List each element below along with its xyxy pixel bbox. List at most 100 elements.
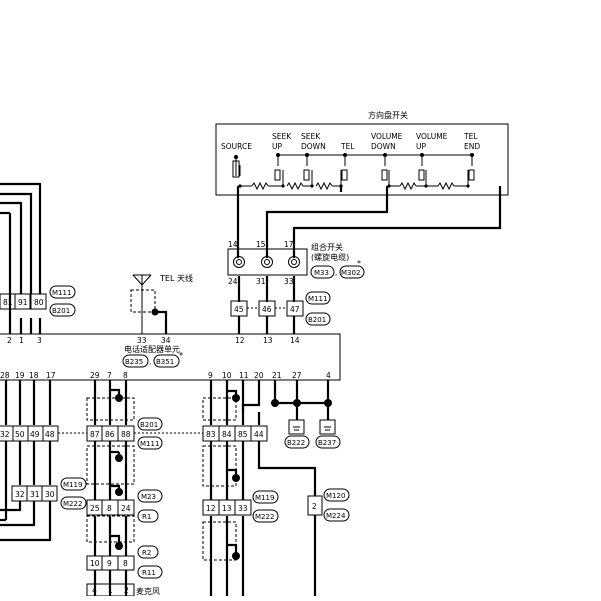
pin-number: 18 — [29, 371, 39, 380]
pin-number: 34 — [161, 336, 171, 345]
combo-switch-title: 组合开关 — [311, 242, 343, 252]
pin-number: 91 — [18, 298, 28, 307]
pin-number: 17 — [284, 240, 294, 249]
pin-number: 31 — [30, 490, 40, 499]
connector-label: R2 — [142, 549, 151, 557]
antenna-icon — [130, 274, 156, 334]
connector-label: R1 — [142, 513, 151, 521]
pin-number: 85 — [238, 430, 248, 439]
pin-number: 45 — [234, 305, 244, 314]
switch-label: VOLUME — [371, 132, 403, 141]
pin-number: 21 — [272, 371, 282, 380]
connector-m111-top — [230, 300, 304, 317]
ground-label: B237 — [318, 439, 336, 447]
pin-number: 44 — [254, 430, 264, 439]
pin-number: 81 — [3, 298, 13, 307]
pin-number: 50 — [15, 430, 25, 439]
switch-label: END — [464, 142, 480, 151]
pin-number: 15 — [256, 240, 266, 249]
connector-label: M120 — [326, 492, 345, 500]
junction-dots — [115, 153, 474, 560]
connector-label: B201 — [308, 316, 326, 324]
asterisk: * — [357, 259, 361, 268]
pin-number: 10 — [90, 559, 100, 568]
pin-number: 30 — [45, 490, 55, 499]
connector-label: B235 — [125, 358, 143, 366]
switch-label: SOURCE — [221, 142, 252, 151]
pin-number: 8 — [123, 559, 128, 568]
ground-label: B222 — [287, 439, 305, 447]
switch-label: UP — [416, 142, 426, 151]
svg-text:,: , — [149, 358, 151, 366]
pin-number: 27 — [292, 371, 302, 380]
pin-number: 12 — [206, 504, 216, 513]
pin-number: 33 — [284, 277, 294, 286]
pin-number: 86 — [105, 430, 115, 439]
pin-number: 12 — [235, 336, 245, 345]
harness-wires-right — [209, 380, 330, 596]
ground-icon — [288, 419, 336, 435]
pin-number: 49 — [30, 430, 40, 439]
pin-number: 47 — [290, 305, 300, 314]
connector-label: M23 — [141, 493, 156, 501]
pin-number: 87 — [90, 430, 100, 439]
pin-number: 48 — [45, 430, 55, 439]
pin-number: 32 — [15, 490, 25, 499]
combo-switch-subtitle: (螺旋电缆) — [311, 252, 349, 262]
connector-label: M111 — [52, 289, 71, 297]
switch-label: UP — [272, 142, 282, 151]
connector-label: M302 — [341, 269, 360, 277]
pin-number: 83 — [206, 430, 216, 439]
pin-number: 9 — [208, 371, 213, 380]
svg-text:,: , — [335, 269, 337, 277]
connector-label: M111 — [140, 440, 159, 448]
resistor-ladder — [240, 181, 469, 191]
pin-number: 33 — [238, 504, 248, 513]
pin-number: 24 — [121, 504, 131, 513]
antenna-label: TEL 天线 — [159, 273, 193, 283]
switch-label: VOLUME — [416, 132, 448, 141]
connector-label: B351 — [156, 358, 174, 366]
pin-number: 29 — [90, 371, 100, 380]
pin-number: 88 — [121, 430, 131, 439]
connector-label: B201 — [52, 307, 70, 315]
combo-switch-box — [227, 248, 308, 276]
steering-switch-box — [215, 123, 509, 196]
pin-number: 11 — [239, 371, 249, 380]
pin-number: 80 — [34, 298, 44, 307]
harness-wires-lower-left — [0, 380, 52, 542]
connector-label: M119 — [63, 481, 82, 489]
pin-number: 3 — [37, 336, 42, 345]
pin-number: 84 — [222, 430, 232, 439]
harness-wires-left — [0, 182, 42, 334]
connector-label: M33 — [314, 269, 329, 277]
switch-contacts — [235, 157, 473, 184]
asterisk: * — [179, 351, 183, 360]
pin-number: 13 — [263, 336, 273, 345]
pin-number: 46 — [262, 305, 272, 314]
pin-number: 28 — [0, 371, 10, 380]
pin-number: 1 — [19, 336, 24, 345]
connector-label: M222 — [63, 500, 82, 508]
connector-label: M222 — [255, 513, 274, 521]
connector-label: R11 — [142, 569, 156, 577]
connector-label: M224 — [326, 512, 346, 520]
pin-number: 14 — [228, 240, 238, 249]
pin-number: 2 — [124, 586, 129, 595]
switch-label: SEEK — [272, 132, 292, 141]
pin-number: 10 — [222, 371, 232, 380]
harness-wires-top — [236, 186, 502, 334]
pin-number: 25 — [90, 504, 100, 513]
connector-label: M111 — [308, 295, 327, 303]
pin-number: 7 — [107, 371, 112, 380]
pin-number: 4 — [326, 371, 331, 380]
pin-number: 4 — [92, 586, 97, 595]
labels: 方向盘开关 SOURCE SEEK UP SEEK DOWN TEL VOLUM… — [0, 110, 480, 596]
pin-number: 8 — [107, 504, 112, 513]
pin-number: 1 — [108, 586, 113, 595]
pin-number: 2 — [7, 336, 12, 345]
pin-number: 19 — [15, 371, 25, 380]
connector-label: B201 — [140, 421, 158, 429]
steering-switch-title: 方向盘开关 — [368, 110, 408, 120]
